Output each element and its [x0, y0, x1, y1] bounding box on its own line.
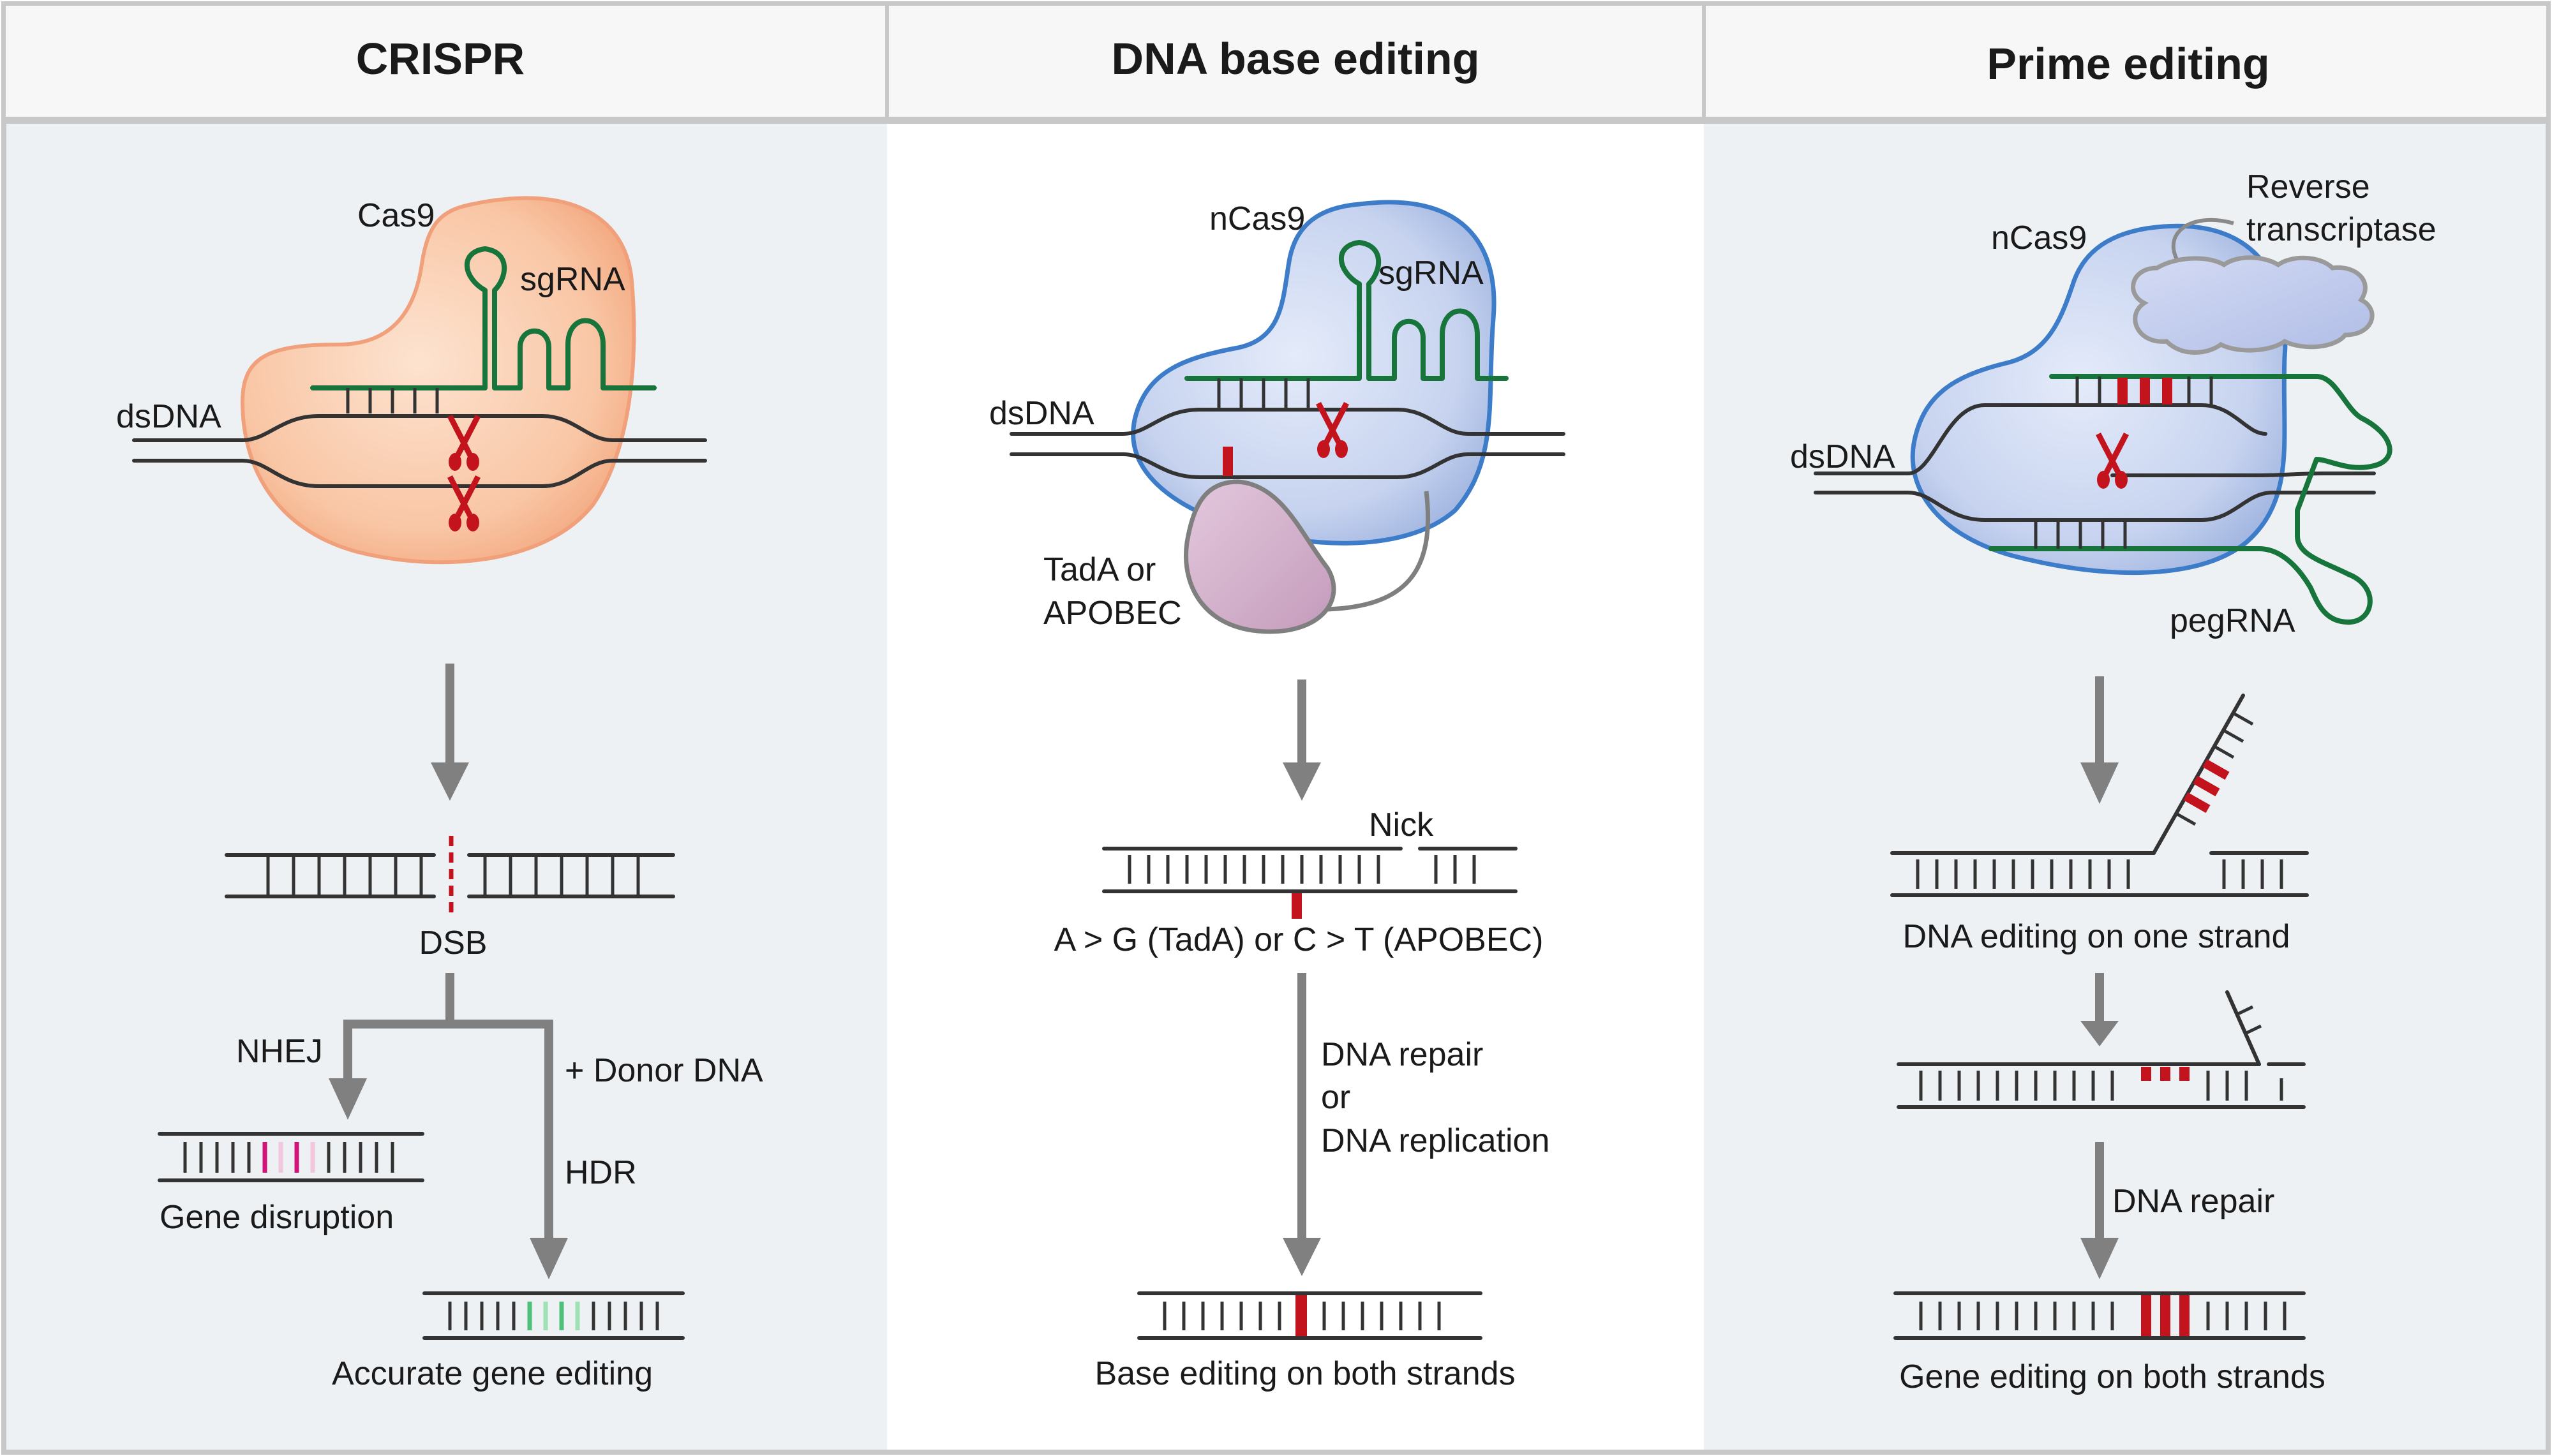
- hdr-label: HDR: [565, 1154, 637, 1191]
- gene-disruption-label: Gene disruption: [160, 1199, 394, 1236]
- linker: [1327, 491, 1431, 612]
- header-crispr: CRISPR: [356, 34, 525, 84]
- cas9-protein: [240, 196, 636, 565]
- scissors-icon: [447, 475, 481, 531]
- prime-arrow-2: [2080, 973, 2119, 1046]
- rt-label-2: transcriptase: [2246, 211, 2436, 248]
- gene-disruption-dna: [158, 1132, 424, 1182]
- prime-result-label: Gene editing on both strands: [1899, 1358, 2325, 1395]
- pegrna-strand: [1989, 374, 2392, 625]
- rt-label-1: Reverse: [2246, 168, 2370, 205]
- header-bar: CRISPR DNA base editing Prime editing: [2, 2, 2550, 124]
- base-editor-complex: nCas9 sgRNA dsDNA: [989, 200, 1565, 634]
- ncas9-label: nCas9: [1209, 200, 1305, 237]
- header-prime-editing: Prime editing: [1987, 39, 2269, 89]
- rt-linker: [2171, 218, 2234, 269]
- dsb-dna: [225, 836, 675, 912]
- prime-dsdna-bottom: [1814, 491, 2376, 522]
- dsb-label: DSB: [419, 925, 488, 962]
- flap-dna: [1890, 694, 2309, 897]
- dsb-ticks: [266, 855, 640, 896]
- sgrna-strand: [1184, 240, 1509, 381]
- dsdna-label: dsDNA: [989, 395, 1094, 432]
- flap-dna-2: [1897, 990, 2306, 1109]
- crispr-dsdna-top: [132, 414, 707, 442]
- scissors-icon: [2096, 433, 2129, 489]
- prime-repair-label: DNA repair: [2112, 1183, 2274, 1220]
- pegrna-pairing-bottom: [2034, 520, 2127, 549]
- prime-arrow-1: [2080, 676, 2119, 804]
- sgrna-label: sgRNA: [520, 261, 625, 298]
- accurate-editing-dna: [422, 1291, 685, 1340]
- prime-arrow-3: [2080, 1142, 2119, 1279]
- prime-editor-complex: nCas9 Reverse transcriptase dsDNA: [1790, 168, 2436, 625]
- ncas9-label: nCas9: [1991, 219, 2087, 256]
- accurate-editing-label: Accurate gene editing: [332, 1355, 653, 1392]
- prime-dsdna-top: [1814, 403, 2267, 475]
- nhej-label: NHEJ: [236, 1033, 323, 1070]
- prime-edited-dna: [1893, 1291, 2306, 1340]
- deaminase-label-2: APOBEC: [1043, 595, 1182, 632]
- reverse-transcriptase: [2131, 255, 2375, 355]
- header-base-editing: DNA base editing: [1112, 34, 1480, 84]
- crispr-complex: Cas9 sgRNA dsDNA: [116, 196, 707, 565]
- base-result-label: Base editing on both strands: [1094, 1355, 1515, 1392]
- base-edited-dna: [1137, 1291, 1482, 1340]
- sgrna-pairing: [1217, 378, 1310, 408]
- crispr-branch-arrows: [329, 973, 568, 1279]
- repair-label-2: or: [1321, 1079, 1350, 1116]
- one-strand-label: DNA editing on one strand: [1902, 918, 2290, 955]
- deaminase-protein: [1184, 479, 1336, 634]
- crispr-arrow-1: [431, 664, 469, 801]
- nick-label: Nick: [1369, 806, 1434, 843]
- repair-label-3: DNA replication: [1321, 1122, 1549, 1159]
- pegrna-pairing-top: [2075, 376, 2213, 405]
- base-arrow-1: [1283, 680, 1321, 801]
- dsdna-label: dsDNA: [116, 398, 221, 435]
- base-arrow-2: [1283, 973, 1321, 1276]
- conversion-label: A > G (TadA) or C > T (APOBEC): [1054, 921, 1544, 958]
- deaminase-label-1: TadA or: [1043, 551, 1156, 588]
- sgrna-pairing: [346, 388, 439, 413]
- sgrna-strand: [310, 246, 657, 390]
- sgrna-label: sgRNA: [1378, 255, 1484, 292]
- scissors-icon: [1316, 402, 1349, 458]
- prime-dsdna-top-right: [2110, 472, 2376, 477]
- pegrna-label: pegRNA: [2170, 602, 2295, 639]
- nicked-dna: [1102, 847, 1518, 919]
- edited-base: [1223, 447, 1233, 476]
- crispr-dsdna-bottom: [132, 459, 707, 488]
- donor-dna-label: + Donor DNA: [565, 1052, 763, 1089]
- scissors-icon: [447, 415, 481, 471]
- cas9-label: Cas9: [357, 197, 435, 234]
- dsdna-label: dsDNA: [1790, 438, 1895, 475]
- base-dsdna-top: [1010, 408, 1565, 436]
- base-dsdna-bottom: [1010, 452, 1565, 479]
- repair-label-1: DNA repair: [1321, 1036, 1483, 1073]
